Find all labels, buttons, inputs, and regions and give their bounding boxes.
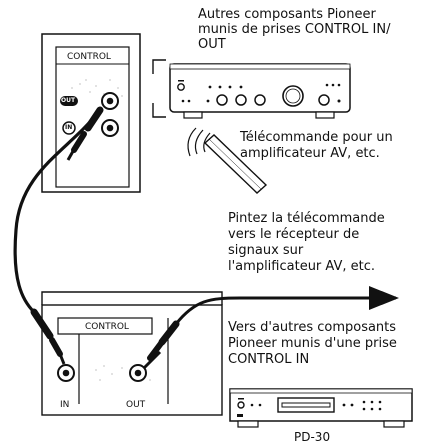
other-components-line-2: Pioneer munis d'une prise: [228, 336, 397, 351]
model-label: PD-30: [294, 430, 331, 444]
point-remote-line-2: vers le récepteur de: [228, 227, 360, 242]
top-in-label: IN: [65, 124, 73, 131]
bottom-in-jack: [57, 364, 75, 382]
top-control-panel: [41, 33, 141, 193]
bottom-control-panel: [41, 291, 223, 416]
amplifier-icon: [169, 63, 351, 119]
point-remote-line-4: l'amplificateur AV, etc.: [228, 259, 375, 274]
top-out-badge: [60, 96, 78, 106]
point-remote-line-1: Pintez la télécommande: [228, 211, 385, 226]
top-components-line-1: Autres composants Pioneer: [198, 7, 376, 22]
cd-player-icon: [229, 388, 413, 428]
top-out-jack: [101, 92, 119, 110]
remote-line-1: Télécommande pour un: [240, 130, 393, 145]
top-in-badge: [62, 121, 76, 135]
bottom-in-label: IN: [60, 400, 70, 410]
top-out-label: OUT: [61, 97, 76, 104]
other-components-line-1: Vers d'autres composants: [228, 320, 397, 335]
remote-line-2: amplificateur AV, etc.: [240, 146, 380, 161]
point-remote-line-3: signaux sur: [228, 243, 304, 258]
other-components-line-3: CONTROL IN: [228, 352, 310, 367]
control-cables: [13, 106, 399, 374]
top-in-jack: [101, 119, 119, 137]
remote-control-icon: [203, 134, 268, 194]
top-panel-title: CONTROL: [67, 52, 111, 62]
bottom-panel-title: CONTROL: [85, 322, 129, 332]
bottom-out-label: OUT: [126, 400, 146, 410]
top-components-line-3: OUT: [198, 37, 226, 52]
bottom-out-jack: [129, 364, 147, 382]
top-components-line-2: munis de prises CONTROL IN/: [198, 22, 391, 37]
